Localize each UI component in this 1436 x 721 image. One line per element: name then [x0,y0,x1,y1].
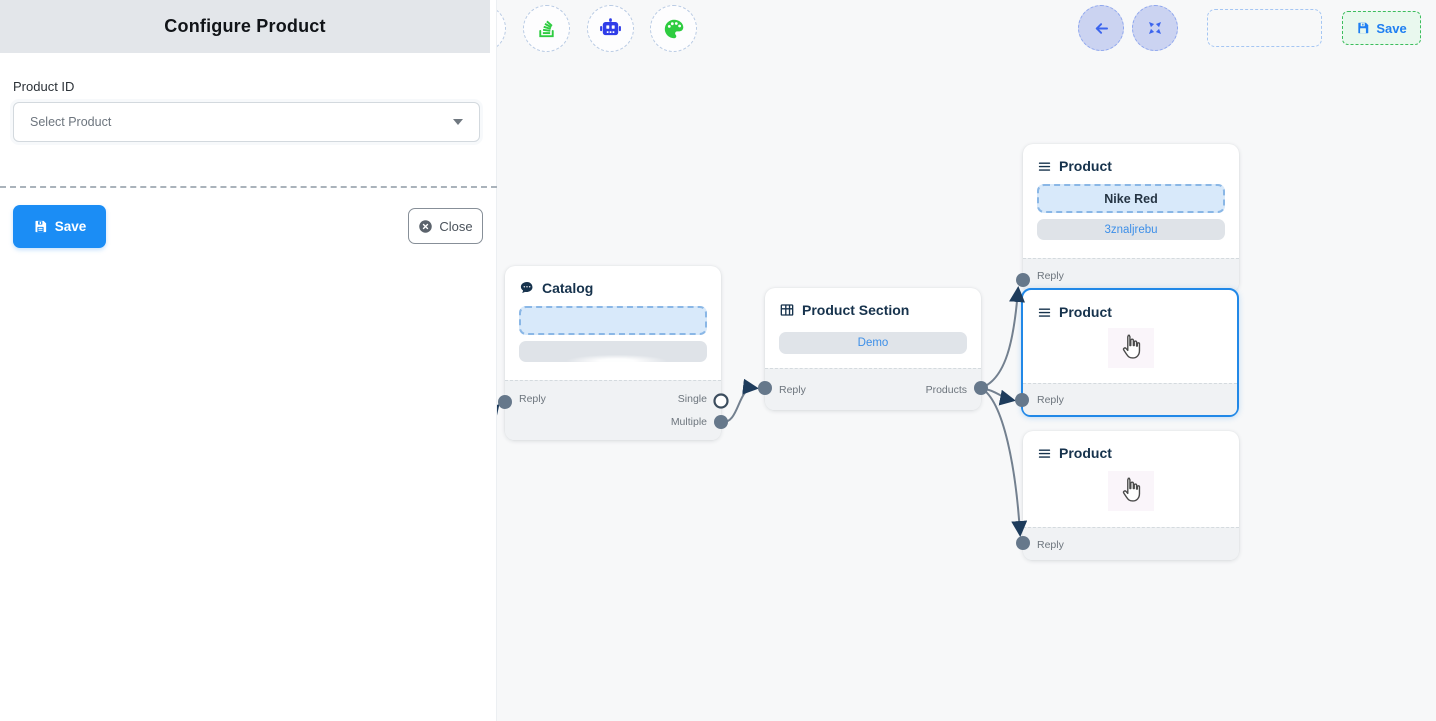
panel-body: Product ID Select Product Save Close [0,53,497,248]
catalog-reply-port-label: Reply [519,393,546,405]
catalog-secondary-slot[interactable] [519,341,707,362]
product-1-reply-port-label: Reply [1037,270,1064,282]
product-select[interactable]: Select Product [13,102,480,142]
floppy-icon [1356,21,1370,35]
fit-view-icon [1146,19,1164,37]
product-node-2-footer: Reply [1023,383,1237,415]
product-node-1[interactable]: Product Nike Red 3znaljrebu Reply [1023,144,1239,292]
product-node-2-header: Product [1023,290,1237,328]
product-section-node-footer: Reply Products [765,368,981,410]
product-node-1-header: Product [1023,144,1239,182]
flow-save-label: Save [1376,20,1407,36]
toolbar-button-hidden[interactable] [497,5,506,52]
close-button-label: Close [439,218,473,234]
save-button-label: Save [54,219,87,234]
save-button[interactable]: Save [13,205,106,248]
panel-header: Configure Product [0,0,490,53]
product-node-3-header: Product [1023,431,1239,469]
panel-title: Configure Product [164,16,326,36]
robot-icon [598,16,623,41]
palette-icon [662,17,686,41]
flow-canvas[interactable]: Save Catalog Reply Single Multiple [497,0,1436,721]
catalog-single-port-label: Single [677,393,707,405]
back-arrow-icon [1092,19,1111,38]
empty-placeholder-button[interactable] [1207,9,1322,47]
product-node-2-title: Product [1059,304,1112,320]
edge-multiple-to-section[interactable] [720,378,759,424]
product-node-3-footer: Reply [1023,527,1239,560]
robot-button[interactable] [587,5,634,52]
catalog-node-title: Catalog [542,280,594,296]
product-section-node-header: Product Section [765,288,981,326]
layers-button[interactable] [523,5,570,52]
edge-products-to-product1[interactable] [980,286,1026,389]
product-select-value: Select Product [30,115,112,129]
catalog-node[interactable]: Catalog Reply Single Multiple [505,266,721,440]
catalog-node-footer: Reply Single Multiple [505,380,721,440]
section-products-port-label: Products [925,384,967,396]
product-3-reply-port-label: Reply [1037,538,1064,551]
close-button[interactable]: Close [408,208,483,244]
table-icon [779,302,795,318]
catalog-empty-slot[interactable] [519,306,707,335]
back-button[interactable] [1078,5,1124,51]
menu-icon [1037,305,1052,320]
product-node-3[interactable]: Product Reply [1023,431,1239,560]
floppy-icon [33,219,48,234]
flow-save-button[interactable]: Save [1342,11,1421,45]
product-node-3-title: Product [1059,445,1112,461]
product-section-node-title: Product Section [802,302,910,318]
configure-product-panel: Configure Product Product ID Select Prod… [0,0,497,721]
product-section-node[interactable]: Product Section Demo Reply Products [765,288,981,410]
close-circle-icon [418,219,433,234]
menu-icon [1037,159,1052,174]
product-node-1-footer: Reply [1023,258,1239,292]
hand-cursor-icon [1108,328,1154,368]
product-retailer-id[interactable]: 3znaljrebu [1037,219,1225,240]
product-id-label: Product ID [13,79,75,94]
product-node-1-title: Product [1059,158,1112,174]
edge-products-to-product2[interactable] [980,387,1016,406]
edge-products-to-product3[interactable] [980,387,1028,537]
catalog-node-body [505,304,721,362]
hand-cursor-icon [1108,471,1154,511]
catalog-multiple-port-label: Multiple [670,415,707,428]
chevron-down-icon [453,119,463,125]
catalog-node-header: Catalog [505,266,721,304]
palette-button[interactable] [650,5,697,52]
product-node-1-body: Nike Red 3znaljrebu [1023,182,1239,240]
fit-view-button[interactable] [1132,5,1178,51]
panel-divider [0,186,497,188]
layers-icon [535,17,558,40]
panel-actions: Save Close [13,205,483,248]
section-reply-port-label: Reply [779,384,806,396]
chat-bubble-icon [519,280,535,296]
product-selected-item[interactable]: Nike Red [1037,184,1225,213]
product-section-node-body: Demo [765,326,981,354]
product-2-reply-port-label: Reply [1037,394,1064,406]
menu-icon [1037,446,1052,461]
section-option-demo[interactable]: Demo [779,332,967,354]
